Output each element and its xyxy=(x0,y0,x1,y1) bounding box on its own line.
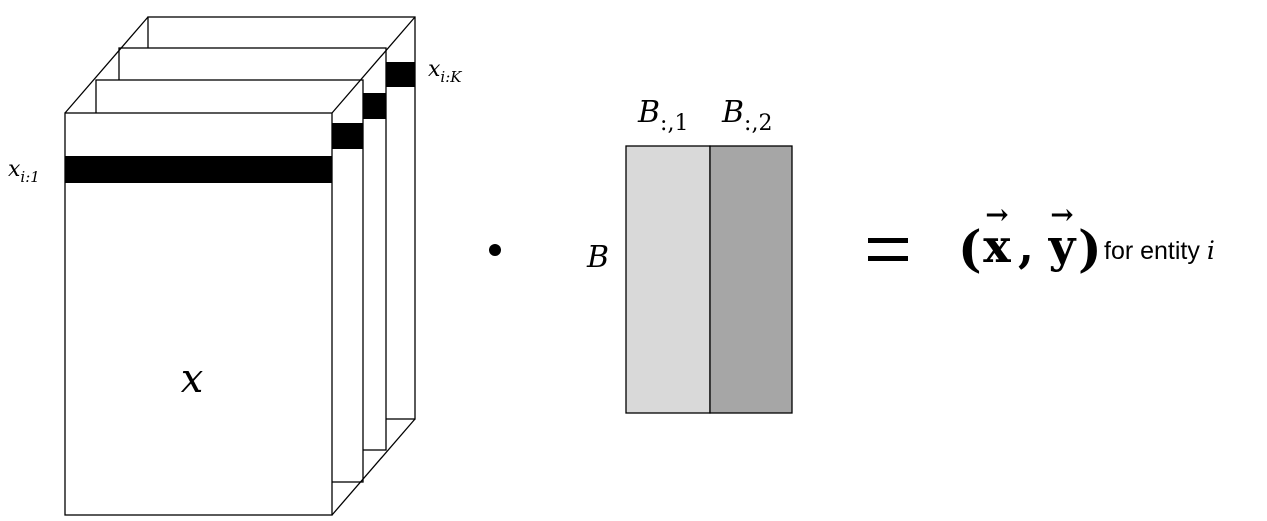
dot-operator xyxy=(489,244,501,256)
row-bar-slice-1 xyxy=(332,123,363,149)
result-y: y xyxy=(1048,219,1077,273)
result-y-arrow: → xyxy=(1050,198,1073,231)
tensor-depth-edges xyxy=(64,16,416,516)
matrix-column-1 xyxy=(625,145,711,414)
matrix-b: B B:,1 B:,2 xyxy=(586,95,793,414)
tensor-label: x xyxy=(181,356,204,402)
row-bar-slice-2 xyxy=(363,93,386,119)
result-expression: ( → x , → y ) for entity i xyxy=(958,198,1215,278)
result-x: x xyxy=(983,219,1011,273)
row-label-back: xi:K xyxy=(428,57,462,86)
row-bar-front xyxy=(65,156,332,183)
matrix-label: B xyxy=(586,240,609,275)
result-x-arrow: → xyxy=(985,198,1008,231)
equals-operator xyxy=(868,238,908,261)
matrix-column-1-label: B:,1 xyxy=(637,95,688,136)
result-close-paren: ) xyxy=(1078,219,1102,278)
result-comma: , xyxy=(1018,219,1034,273)
matrix-column-2 xyxy=(709,145,793,414)
tensor-stack: x xi:1 xi:K xyxy=(8,16,462,516)
row-label-front: xi:1 xyxy=(8,157,40,186)
row-bar-slice-3 xyxy=(386,62,415,87)
result-open-paren: ( xyxy=(958,219,982,278)
result-suffix: for entity i xyxy=(1104,236,1215,265)
matrix-column-2-label: B:,2 xyxy=(721,95,772,136)
